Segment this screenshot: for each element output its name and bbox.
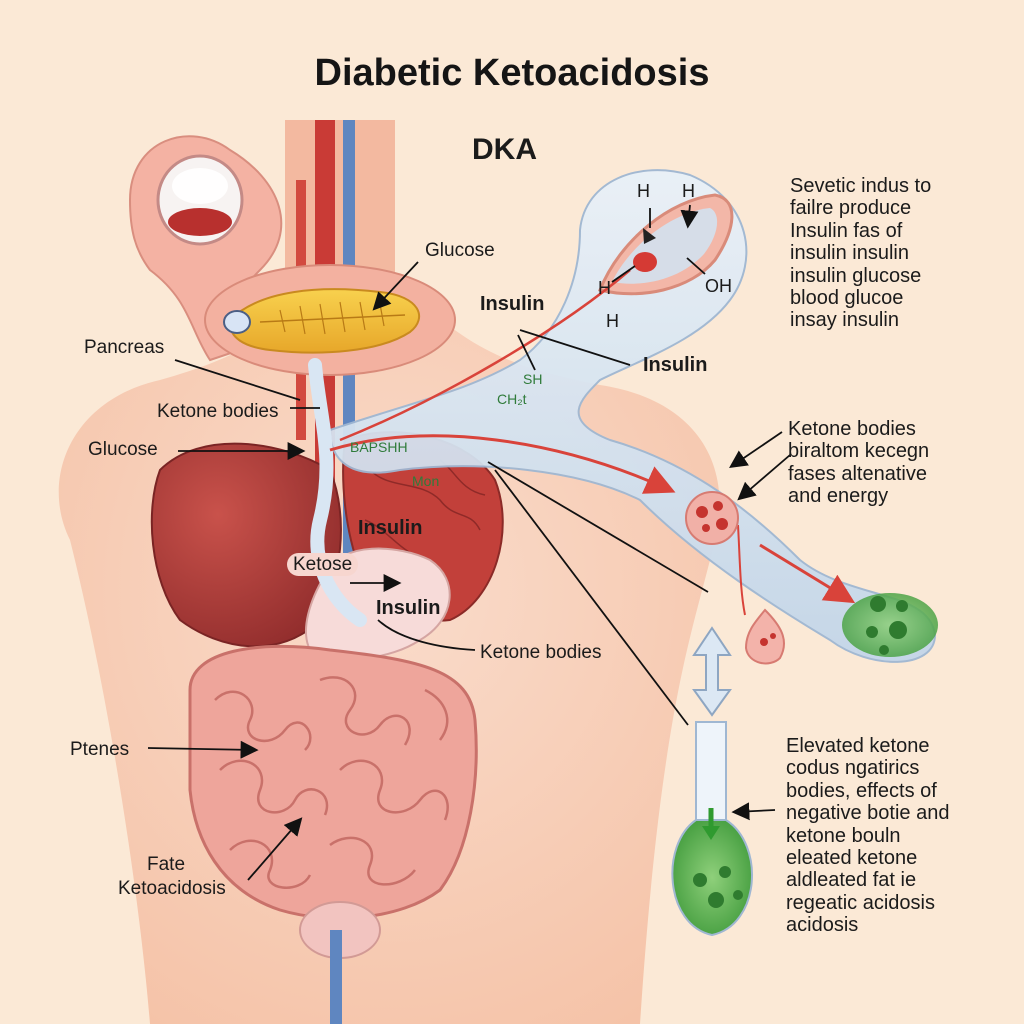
test-tube-neck: [695, 721, 727, 823]
label-ketone-bodies-left: Ketone bodies: [157, 401, 279, 422]
right-text-bottom-line: acidosis: [786, 914, 859, 937]
label-chst: CH₂t: [497, 391, 527, 407]
right-text-bottom-line: eleated ketone: [786, 846, 918, 869]
right-text-mid-line: Ketone bodies: [788, 418, 916, 440]
label-bapsnh: BAPSHH: [350, 439, 408, 455]
right-text-mid: Ketone bodies biraltom kecegn fases alte…: [788, 418, 929, 508]
label-ptenes: Ptenes: [70, 739, 130, 760]
chem-h-1: H: [637, 181, 650, 201]
double-arrow: [692, 626, 732, 717]
red-arrow-lower: [759, 543, 856, 604]
label-sh: SH: [523, 371, 543, 387]
label-glucose-top: Glucose: [425, 240, 495, 261]
label-mon: Mon: [412, 473, 440, 489]
pancreas-organ: [228, 288, 421, 354]
right-text-bottom-line: Elevated ketone: [786, 735, 930, 757]
right-text-top-line: insulin insulin: [790, 242, 909, 265]
red-pathway-arrow: [329, 434, 676, 494]
right-text-bottom-line: aldleated fat ie: [786, 869, 917, 892]
label-fate: Fate: [147, 854, 186, 875]
chem-oh: OH: [705, 276, 732, 296]
right-text-bottom-line: ketone bouln: [786, 824, 901, 847]
ketone-cell: [685, 491, 739, 545]
right-text-bottom-line: negative botie and: [786, 802, 950, 825]
stomach-organ: [304, 547, 451, 660]
right-text-mid-line: and energy: [788, 485, 889, 508]
label-ketose: Ketose: [287, 553, 359, 576]
right-text-top-line: Insulin fas of: [790, 219, 903, 242]
right-text-top-line: blood glucoe: [790, 286, 904, 309]
right-text-top-line: Sevetic indus to: [790, 175, 932, 197]
right-text-bottom-line: regeatic acidosis: [786, 891, 935, 914]
right-text-bottom: Elevated ketone codus ngatirics bodies, …: [786, 735, 949, 937]
right-text-mid-line: biraltom kecegn: [788, 440, 930, 463]
right-text-bottom-line: codus ngatirics: [786, 757, 920, 780]
page-title: Diabetic Ketoacidosis: [314, 52, 710, 94]
right-text-bottom-line: bodies, effects of: [786, 779, 937, 802]
label-ketone-bodies-lower: Ketone bodies: [480, 642, 602, 663]
green-bulb: [842, 593, 938, 657]
chem-h-3: H: [598, 278, 611, 298]
right-text-mid-line: fases altenative: [788, 462, 927, 485]
label-pancreas: Pancreas: [84, 337, 165, 358]
right-text-top-line: insulin glucose: [790, 264, 922, 287]
intestines-organ: [188, 644, 478, 920]
label-insulin-top: Insulin: [480, 293, 545, 315]
droplet-cell: [744, 608, 785, 665]
page-subtitle: DKA: [472, 133, 537, 166]
right-text-top: Sevetic indus to failre produce Insulin …: [790, 175, 931, 332]
chem-h-2: H: [682, 181, 695, 201]
red-blood-cell: [633, 252, 657, 272]
label-glucose-left: Glucose: [88, 439, 158, 460]
label-insulin-right: Insulin: [643, 354, 708, 376]
label-insulin-lower: Insulin: [376, 597, 441, 619]
right-text-top-line: insay insulin: [790, 309, 899, 332]
label-insulin-mid: Insulin: [358, 517, 423, 539]
chem-h-4: H: [606, 311, 619, 331]
test-tube-flask: [671, 819, 753, 937]
right-text-top-line: failre produce: [790, 197, 912, 220]
label-ketoacidosis: Ketoacidosis: [118, 878, 226, 899]
